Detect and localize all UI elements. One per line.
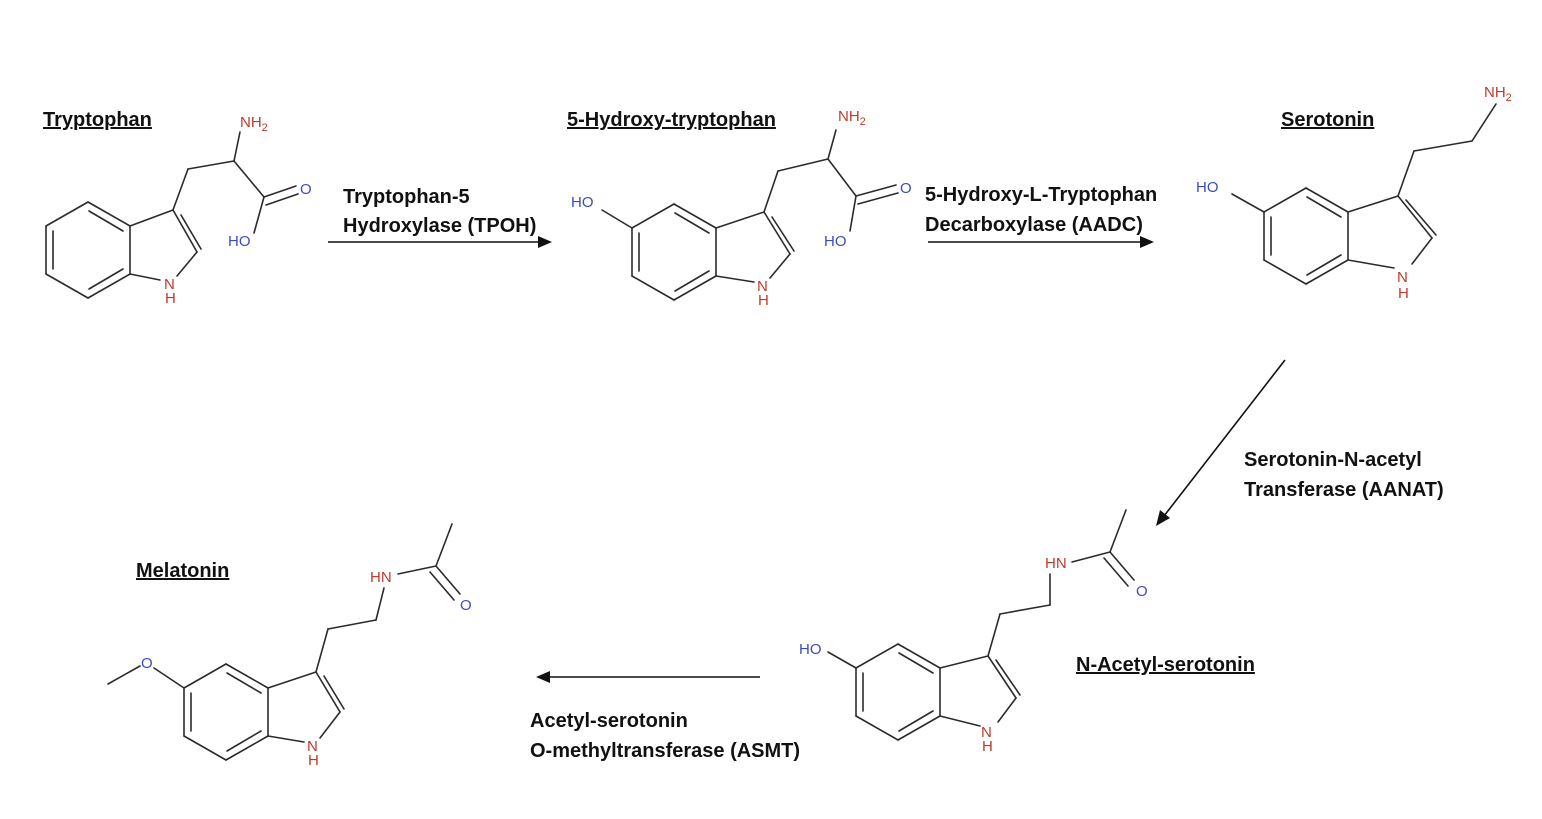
arrow-aadc — [928, 236, 1154, 248]
tryptophan-hydroxyl: HO — [228, 233, 251, 250]
enzyme-aanat-line2: Transferase (AANAT) — [1244, 479, 1444, 501]
serotonin-indole-n: N — [1397, 269, 1408, 286]
tryptophan-indole-h: H — [165, 290, 176, 307]
molecule-serotonin: NH2 HO N H — [1196, 84, 1512, 302]
tryptophan-bonds — [45, 131, 299, 299]
n-acetyl-serotonin-carbonyl-o: O — [1136, 583, 1148, 600]
title-melatonin: Melatonin — [136, 560, 229, 582]
tryptophan-indole-n: N — [164, 276, 175, 293]
n-acetyl-serotonin-bonds — [827, 509, 1135, 741]
enzyme-tpoh-line1: Tryptophan-5 — [343, 186, 470, 208]
molecule-5-hydroxy-tryptophan: NH2 O HO HO N H — [571, 108, 912, 309]
serotonin-bonds — [1231, 103, 1497, 285]
arrow-asmt — [536, 671, 760, 683]
hydroxytryptophan-bonds — [601, 129, 899, 301]
molecule-melatonin: O HN O N H — [107, 523, 472, 769]
melatonin-bonds — [107, 523, 461, 761]
enzyme-aanat-line1: Serotonin-N-acetyl — [1244, 449, 1422, 471]
n-acetyl-serotonin-indole-n: N — [981, 724, 992, 741]
molecule-tryptophan: NH2 O HO N H — [45, 114, 312, 307]
enzyme-asmt-line1: Acetyl-serotonin — [530, 710, 688, 732]
serotonin-nh2: NH2 — [1484, 84, 1512, 104]
enzyme-aadc-line2: Decarboxylase (AADC) — [925, 214, 1143, 236]
arrow-tpoh — [328, 236, 552, 248]
n-acetyl-serotonin-hn: HN — [1045, 555, 1067, 572]
enzyme-asmt-line2: O-methyltransferase (ASMT) — [530, 740, 800, 762]
molecule-n-acetyl-serotonin: HN O HO N H — [799, 509, 1148, 755]
hydroxytryptophan-indole-n: N — [757, 278, 768, 295]
title-n-acetyl-serotonin: N-Acetyl-serotonin — [1076, 654, 1255, 676]
title-5-hydroxy-tryptophan: 5-Hydroxy-tryptophan — [567, 109, 776, 131]
title-serotonin: Serotonin — [1281, 109, 1374, 131]
n-acetyl-serotonin-5-ho: HO — [799, 641, 822, 658]
enzyme-aadc-line1: 5-Hydroxy-L-Tryptophan — [925, 184, 1157, 206]
hydroxytryptophan-carbonyl-o: O — [900, 180, 912, 197]
tryptophan-carbonyl-o: O — [300, 181, 312, 198]
enzyme-tpoh-line2: Hydroxylase (TPOH) — [343, 215, 536, 237]
melatonin-indole-n: N — [307, 738, 318, 755]
n-acetyl-serotonin-indole-h: H — [982, 738, 993, 755]
tryptophan-nh2: NH2 — [240, 114, 268, 134]
hydroxytryptophan-indole-h: H — [758, 292, 769, 309]
hydroxytryptophan-nh2: NH2 — [838, 108, 866, 128]
title-tryptophan: Tryptophan — [43, 109, 152, 131]
melatonin-methoxy-o: O — [141, 655, 153, 672]
serotonin-5-ho: HO — [1196, 179, 1219, 196]
melatonin-hn: HN — [370, 569, 392, 586]
hydroxytryptophan-5-ho: HO — [571, 194, 594, 211]
hydroxytryptophan-hydroxyl: HO — [824, 233, 847, 250]
melatonin-carbonyl-o: O — [460, 597, 472, 614]
serotonin-indole-h: H — [1398, 285, 1409, 302]
melatonin-indole-h: H — [308, 752, 319, 769]
arrow-aanat — [1156, 359, 1286, 526]
